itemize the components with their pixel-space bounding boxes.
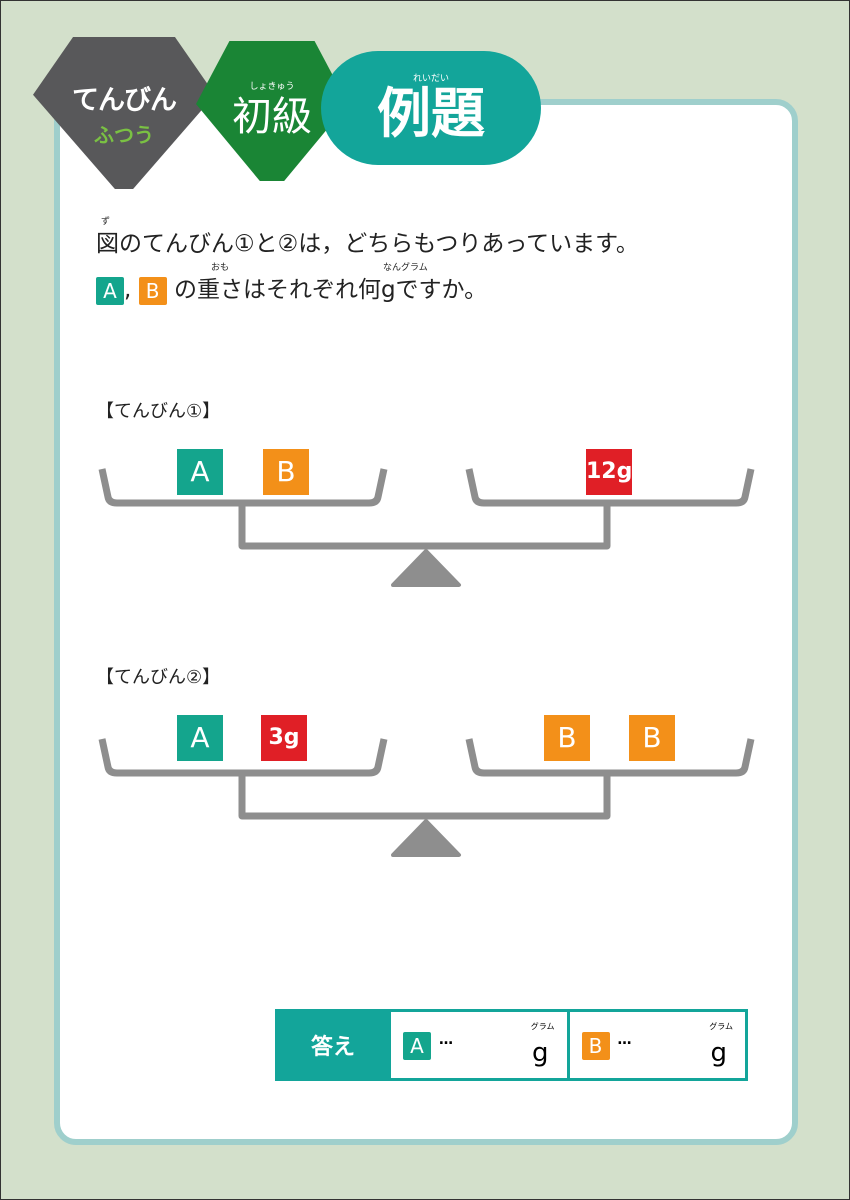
dots: … [617, 1032, 632, 1048]
scale-1-label: 【てんびん①】 [96, 401, 221, 422]
weight-block-a: A [177, 715, 223, 761]
box-a: A [96, 276, 124, 305]
answer-box: 答え A … グラム g B … グラム g [275, 1009, 748, 1081]
unit-ruby: グラム [709, 1022, 733, 1031]
weight-block-b: B [263, 449, 309, 495]
type-label: 例題 [377, 82, 485, 145]
answer-a-field[interactable]: A … グラム g [388, 1012, 567, 1078]
weight-block-a: A [177, 449, 223, 495]
answer-header: 答え [278, 1012, 388, 1078]
scale-1-balance [98, 468, 755, 587]
category-title: てんびん [72, 85, 177, 116]
box-a: A [403, 1032, 431, 1060]
type-ruby: れいだい [412, 74, 449, 84]
unit-g: g [710, 1038, 727, 1068]
answer-b-field[interactable]: B … グラム g [566, 1012, 746, 1078]
difficulty-label: ふつう [94, 123, 154, 147]
ruby-zu: ず [101, 217, 111, 227]
content-card [54, 99, 798, 1145]
weight-block-12g: 12g [586, 449, 632, 495]
weight-block-b: B [544, 715, 590, 761]
grade-ruby: しょきゅう [249, 82, 295, 92]
dots: … [439, 1032, 453, 1048]
weight-block-b: B [629, 715, 675, 761]
unit-ruby: グラム [530, 1022, 555, 1031]
weight-block-3g: 3g [261, 715, 307, 761]
grade-label: 初級 [232, 94, 312, 140]
type-badge: れいだい 例題 [321, 51, 541, 165]
scale-2-balance [98, 738, 755, 857]
separator: , [124, 277, 132, 303]
ruby-omo: おも [211, 263, 230, 273]
scale-2-label: 【てんびん②】 [96, 667, 221, 688]
box-b: B [581, 1032, 610, 1060]
unit-g: g [531, 1038, 549, 1068]
question-line-1: 図のてんびん①と②は，どちらもつりあっています。 [96, 231, 639, 257]
question-text: の重さはそれぞれ何gですか。 [173, 277, 488, 303]
question-line-2: A, B の重さはそれぞれ何gですか。 [96, 275, 487, 305]
box-b: B [138, 276, 167, 305]
ruby-nan: なんグラム [383, 263, 428, 273]
